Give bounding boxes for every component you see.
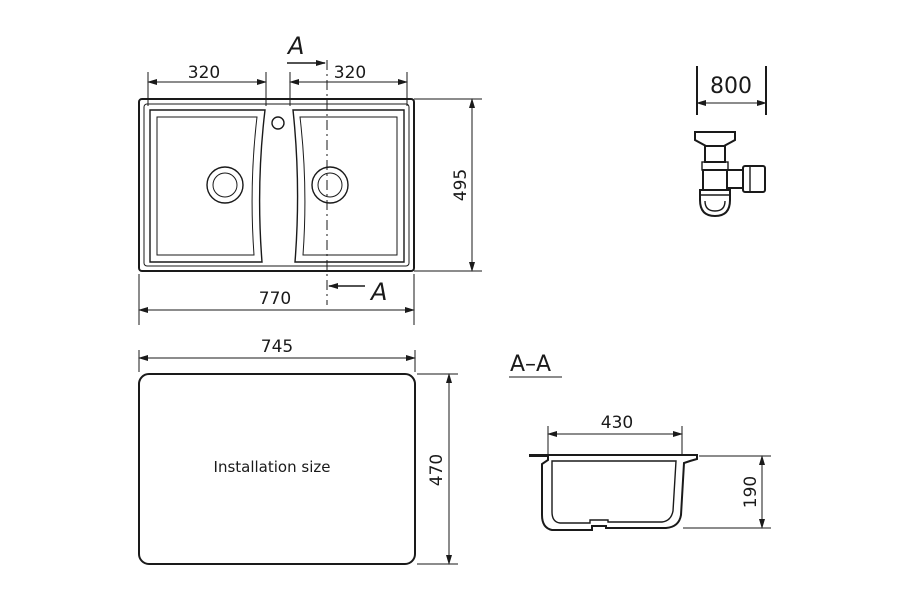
dim-section-depth: 190	[683, 455, 771, 529]
section-view: A–A	[509, 352, 698, 531]
sink-top-view	[138, 60, 415, 305]
left-bowl-outline	[149, 109, 266, 263]
right-drain-inner	[317, 172, 343, 198]
installation-label: Installation size	[214, 458, 331, 476]
right-bowl-inner	[299, 116, 398, 256]
section-outer-profile	[529, 454, 698, 531]
installation-outline	[138, 373, 416, 565]
dim-total-width-label: 770	[259, 289, 291, 309]
dim-height: 495	[414, 98, 482, 272]
dim-left-bowl: 320	[147, 63, 267, 106]
cabinet-dimension: 800	[696, 66, 767, 115]
section-mark-top: A	[286, 32, 326, 66]
section-mark-bottom: A	[328, 278, 387, 306]
sink-outline	[138, 98, 415, 272]
dim-left-bowl-label: 320	[188, 63, 220, 83]
left-bowl-inner	[156, 116, 258, 256]
siphon-icon	[694, 131, 766, 218]
dim-total-width: 770	[138, 274, 415, 325]
installation-cutout: Installation size	[138, 373, 416, 565]
sink-inner-rim	[143, 103, 410, 267]
dim-right-bowl-label: 320	[334, 63, 366, 83]
dim-section-width: 430	[547, 413, 683, 454]
left-drain	[206, 166, 244, 204]
dim-installation-width: 745	[138, 337, 416, 372]
section-title: A–A	[510, 352, 551, 377]
dim-height-label: 495	[451, 169, 471, 201]
dim-section-width-label: 430	[601, 413, 633, 433]
left-drain-inner	[212, 172, 238, 198]
dim-installation-height: 470	[417, 373, 458, 565]
section-inner-profile	[551, 460, 677, 524]
dim-installation-width-label: 745	[261, 337, 293, 357]
faucet-hole	[271, 116, 285, 130]
section-mark-top-label: A	[286, 32, 304, 60]
dim-cabinet-width-label: 800	[710, 74, 752, 99]
right-drain	[311, 166, 349, 204]
right-bowl-outline	[292, 109, 405, 263]
dim-right-bowl: 320	[289, 63, 408, 106]
dim-section-depth-label: 190	[741, 476, 761, 508]
dim-installation-height-label: 470	[427, 454, 447, 486]
section-mark-bottom-label: A	[369, 278, 387, 306]
